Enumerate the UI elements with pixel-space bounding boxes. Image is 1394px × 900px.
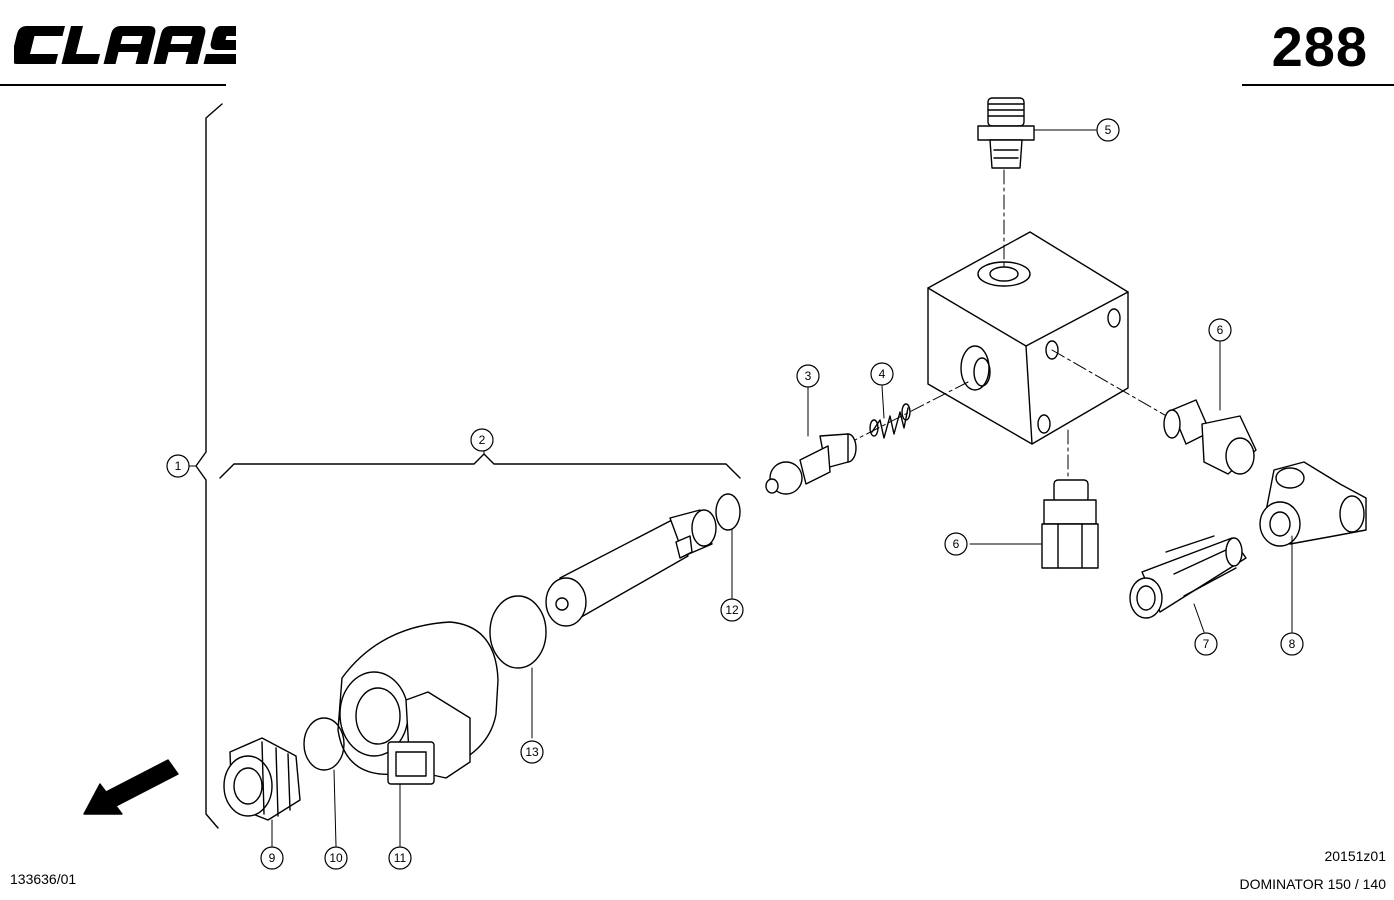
callout-label-6b: 6 [953,537,960,551]
callout-10 [324,846,348,870]
part-6-right-fitting [1163,399,1257,475]
part-3-spool [765,433,857,495]
callout-11 [388,846,412,870]
callout-label-10: 10 [329,851,343,865]
callout-7 [1194,632,1218,656]
callout-label-8: 8 [1289,637,1296,651]
solenoid-coil [337,621,499,785]
part-5-fitting [977,97,1035,169]
callout-13 [520,740,544,764]
callout-label-12: 12 [725,603,739,617]
header-rule-left [0,84,226,86]
callout-4 [870,362,894,386]
figure-id: 20151z01 [1324,848,1386,864]
callout-label-4: 4 [879,367,886,381]
part-13-oring [489,595,547,669]
claas-logo [14,26,236,64]
callout-5 [1096,118,1120,142]
callout-label-13: 13 [525,745,539,759]
part-12-oring [715,493,741,531]
header-rule-right [1242,84,1394,86]
page-number: 288 [1271,15,1368,78]
callout-label-6a: 6 [1217,323,1224,337]
callout-label-3: 3 [805,369,812,383]
callout-label-7: 7 [1203,637,1210,651]
callout-6b [944,532,968,556]
model-label: DOMINATOR 150 / 140 [1239,876,1386,892]
callout-12 [720,598,744,622]
callouts [166,118,1304,870]
callout-1 [166,454,190,478]
callout-label-2: 2 [479,433,486,447]
part-9-nut [223,737,301,821]
solenoid-cartridge [545,509,717,627]
callout-2 [470,428,494,452]
callout-label-9: 9 [269,851,276,865]
direction-arrow [83,759,179,815]
callout-8 [1280,632,1304,656]
part-10-oring [303,717,345,771]
bracket-2 [219,453,741,479]
callout-label-11: 11 [394,851,407,865]
bracket-1 [195,103,223,829]
part-8-tee [1259,461,1367,547]
callout-label-5: 5 [1105,123,1112,137]
callout-3 [796,364,820,388]
part-4-spring [869,403,911,439]
callout-6a [1208,318,1232,342]
drawing-number: 133636/01 [10,871,77,887]
valve-block [927,231,1129,445]
callout-9 [260,846,284,870]
callout-label-1: 1 [175,459,182,473]
part-7-union [1129,535,1247,619]
part-6-bottom-fitting [1041,479,1099,569]
